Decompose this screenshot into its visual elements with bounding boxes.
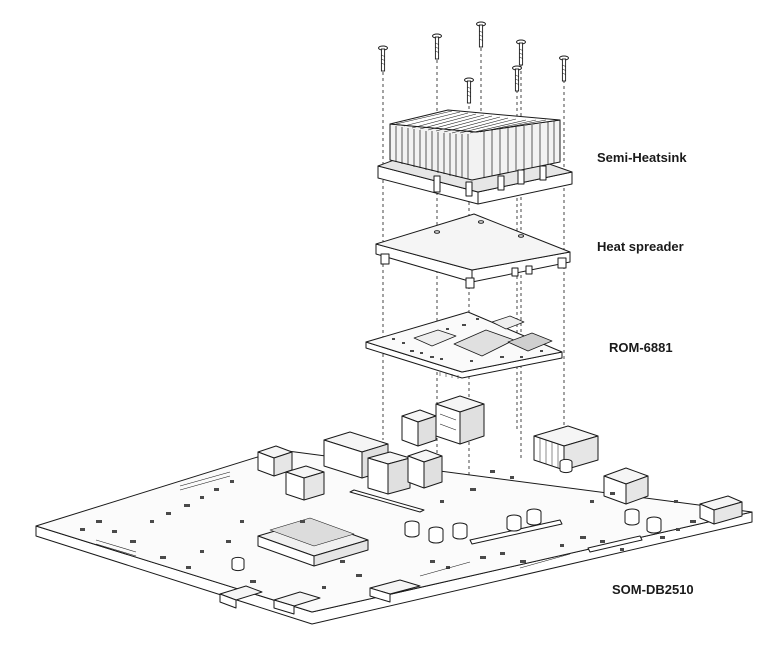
heat-spreader-drawing	[375, 213, 571, 289]
label-semi-heatsink: Semi-Heatsink	[597, 150, 687, 165]
label-heat-spreader: Heat spreader	[597, 239, 684, 254]
label-rom-module: ROM-6881	[609, 340, 673, 355]
semi-heatsink-drawing	[377, 109, 573, 205]
rom-module-drawing	[365, 311, 563, 379]
screws	[378, 21, 569, 104]
carrier-board-drawing	[35, 395, 753, 625]
label-carrier-board: SOM-DB2510	[612, 582, 694, 597]
